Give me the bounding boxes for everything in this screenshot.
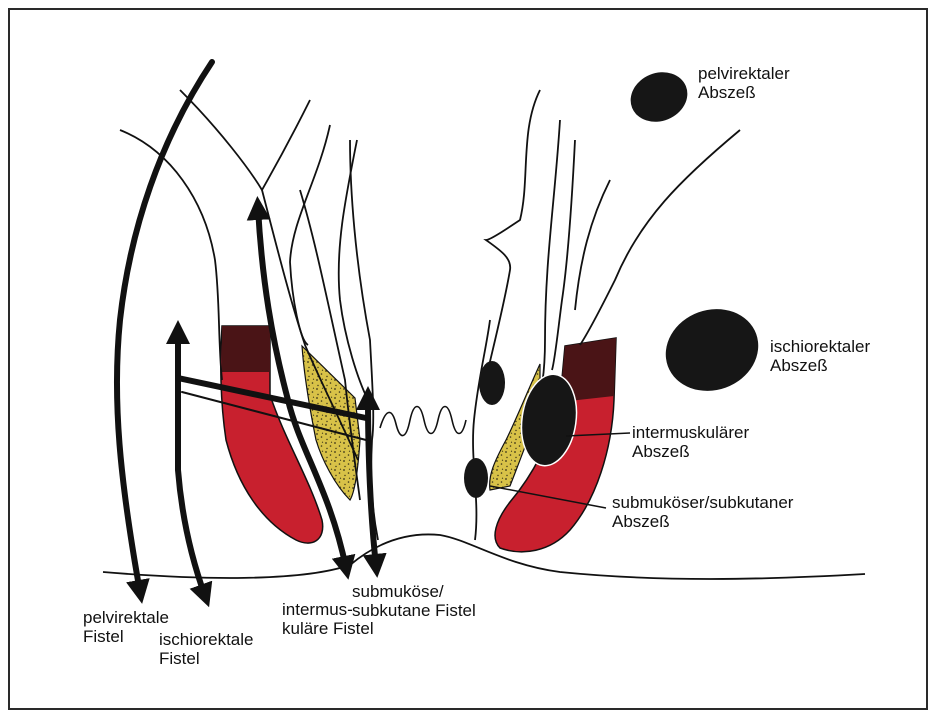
ischiorektaler-abszess-shape xyxy=(654,296,770,403)
label-submukoeser-abszess: submuköser/subkutaner Abszeß xyxy=(612,493,793,531)
submukoeser-abszess-lower-shape xyxy=(464,458,488,498)
submukoese-fistel-arrow xyxy=(368,398,376,566)
pelvirektale-fistel-arrow xyxy=(117,62,212,592)
anal-canal-lumen xyxy=(380,407,466,436)
label-intermuskulaere-fistel: intermus- kuläre Fistel xyxy=(282,600,374,638)
ischiorektale-fistel-arrow xyxy=(178,332,205,596)
label-ischiorektaler-abszess: ischiorektaler Abszeß xyxy=(770,337,870,375)
left-muscle-dark-band xyxy=(222,326,270,372)
submukoeser-abszess-upper-shape xyxy=(479,361,505,405)
pelvirektaler-abszess-shape xyxy=(623,64,695,130)
skin-line xyxy=(103,534,865,579)
left-mucosa xyxy=(302,346,360,500)
label-intermuskulaerer-abszess: intermuskulärer Abszeß xyxy=(632,423,749,461)
label-pelvirektaler-abszess: pelvirektaler Abszeß xyxy=(698,64,790,102)
label-pelvirektale-fistel: pelvirektale Fistel xyxy=(83,608,169,646)
label-ischiorektale-fistel: ischiorektale Fistel xyxy=(159,630,254,668)
